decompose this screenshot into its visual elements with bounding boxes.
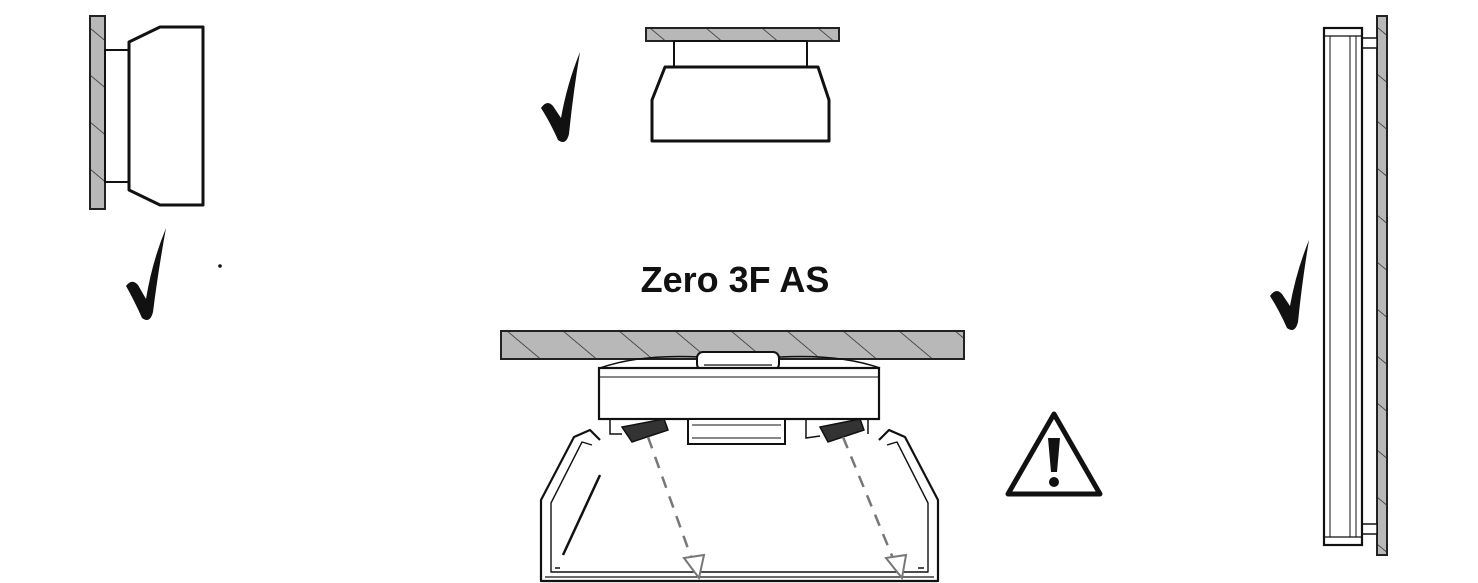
- bracket-right-top: [1361, 37, 1378, 49]
- airflow-arrow-left: [646, 436, 706, 581]
- unit-body-left: [127, 25, 205, 207]
- check-mark-icon: [1270, 240, 1309, 330]
- sensor-head-left: [620, 418, 669, 443]
- mounting-bracket-left: [104, 49, 130, 183]
- check-mark-icon: [126, 228, 166, 320]
- diagram-title: Zero 3F AS: [640, 259, 830, 300]
- central-module: [687, 418, 786, 445]
- wall-mount-unit-right: [1322, 15, 1388, 556]
- deflector-line: [561, 474, 602, 556]
- airflow-arrow-right: [841, 436, 908, 581]
- bracket-right-bottom: [1361, 523, 1378, 535]
- top-housing: [597, 366, 881, 421]
- mounting-bracket-top: [673, 40, 808, 68]
- check-mark-icon: [541, 52, 580, 142]
- lower-body-outer: [539, 428, 940, 583]
- warning-triangle-icon: [1005, 411, 1103, 497]
- ceiling-mount-unit-main: [500, 330, 965, 583]
- stray-dot: [218, 264, 222, 268]
- wall-mount-unit-left: [89, 15, 205, 210]
- ceiling-mount-unit-top: [645, 27, 840, 143]
- sensor-head-right: [818, 418, 865, 443]
- lower-body-inner: [550, 441, 929, 573]
- unit-body-top: [650, 65, 831, 143]
